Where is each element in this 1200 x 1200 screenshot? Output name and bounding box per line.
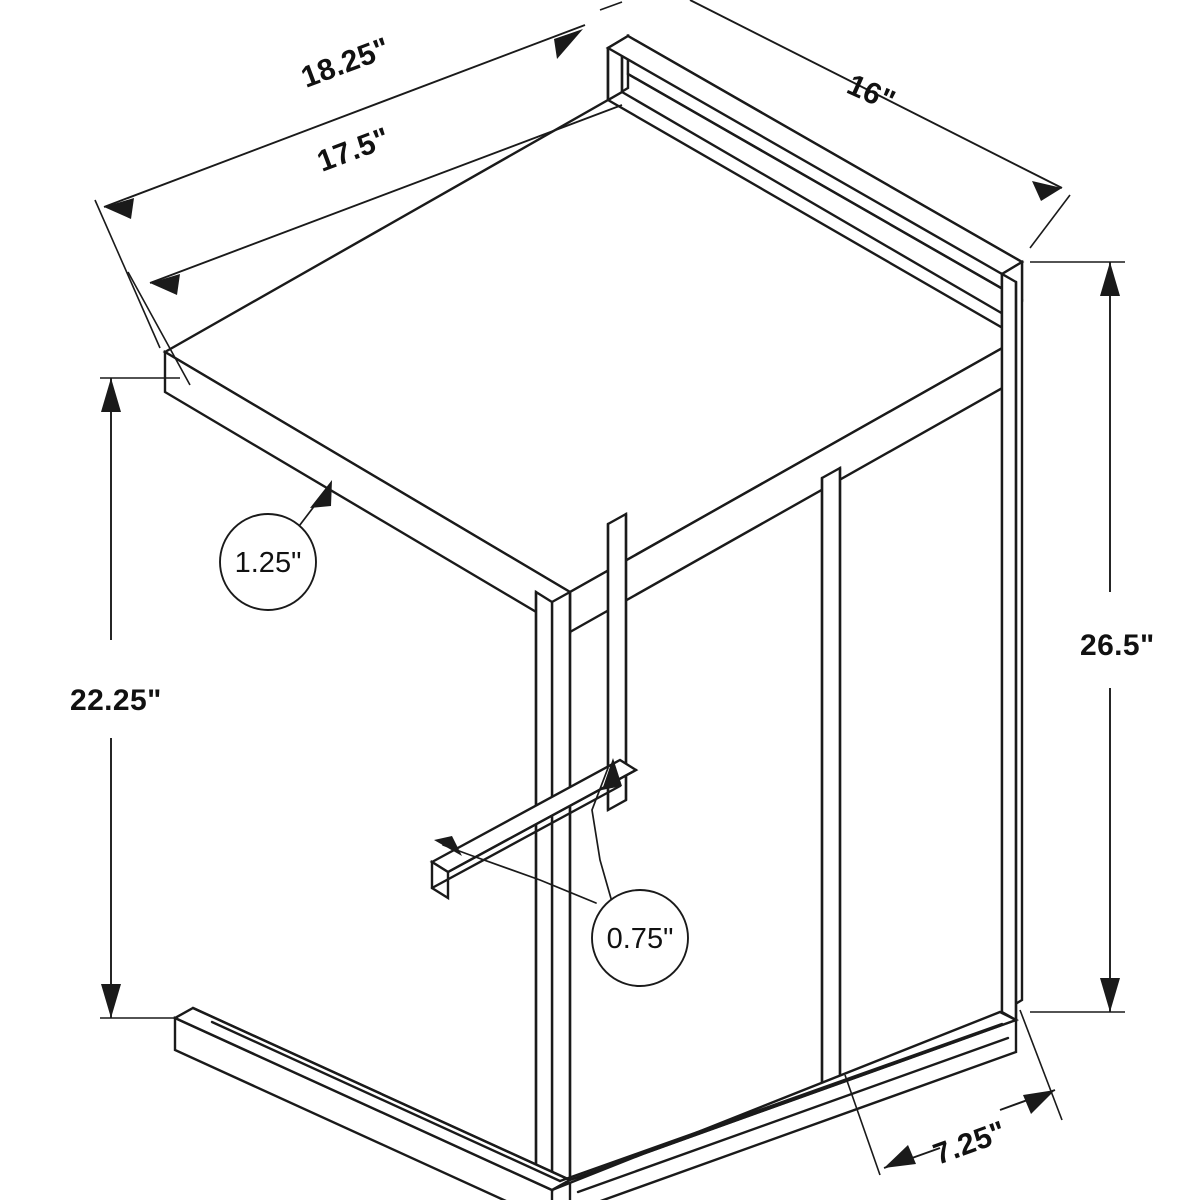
front-vertical-post [534,589,572,1193]
left-mid-post [606,511,628,813]
base-right-rail [551,1010,1020,1200]
callout-label-1-25: 1.25" [235,547,302,579]
dimension-26-5: 26.5" [1030,261,1155,1013]
callout-label-0-75: 0.75" [607,923,674,955]
dimension-label-26-5: 26.5" [1080,629,1155,662]
callout-0-75: 0.75" [434,758,689,987]
dimension-label-18-25: 18.25" [297,32,394,95]
dimension-label-7-25: 7.25" [929,1115,1010,1172]
dimension-22-25: 22.25" [70,377,180,1019]
right-inner-post [820,465,842,1121]
table-geometry [162,33,1025,1200]
tabletop-slab [162,98,1023,635]
dimension-label-16: 16" [842,68,900,118]
base-left-rail [172,1006,573,1200]
callout-1-25: 1.25" [219,480,332,611]
rear-top-rail [605,33,1025,328]
dimension-label-22-25: 22.25" [70,684,162,717]
callout-circle-0-75 [591,889,689,987]
right-vertical-post [1000,259,1024,1023]
callout-circle-1-25 [219,513,317,611]
dimension-label-17-5: 17.5" [313,122,394,179]
